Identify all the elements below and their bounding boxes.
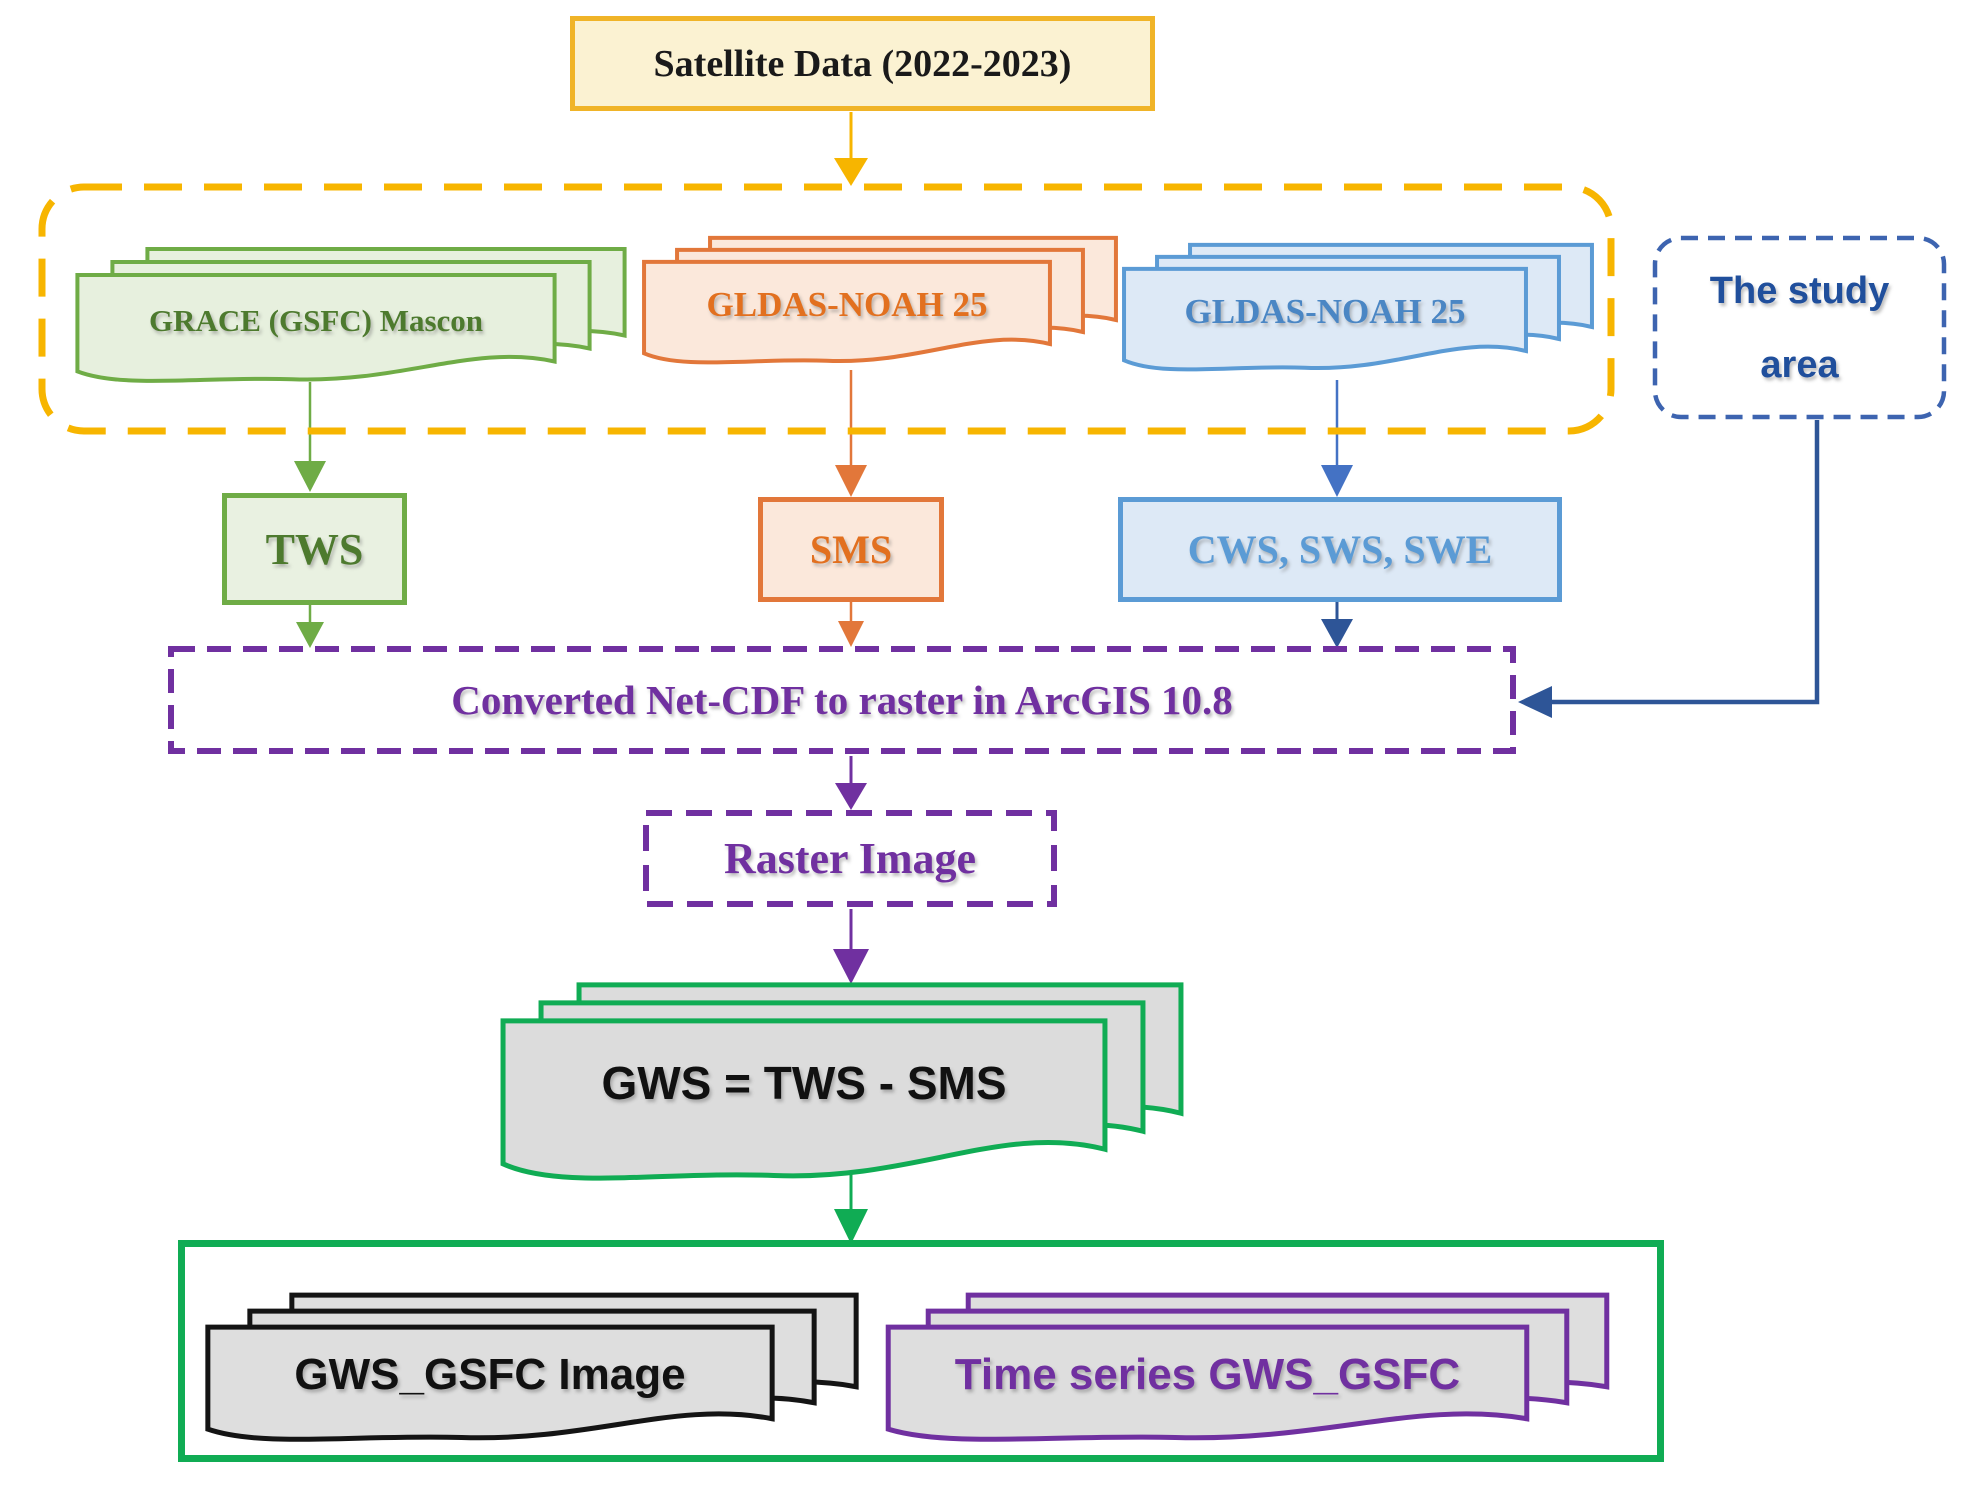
gldas-noah-cws-stack: GLDAS-NOAH 25 xyxy=(1122,243,1594,379)
raster-image-box: Raster Image xyxy=(643,810,1057,907)
time-series-gws-gsfc-label: Time series GWS_GSFC xyxy=(954,1350,1461,1399)
document-shape xyxy=(642,260,1052,372)
gldas-noah-sms-label: GLDAS-NOAH 25 xyxy=(706,285,988,324)
converted-netcdf-label: Converted Net-CDF to raster in ArcGIS 10… xyxy=(451,677,1233,723)
gws-equation-stack: GWS = TWS - SMS xyxy=(500,982,1184,1193)
grace-gsfc-mascon-label: GRACE (GSFC) Mascon xyxy=(148,303,484,338)
study-area-frame xyxy=(1652,235,1947,420)
converted-netcdf-box: Converted Net-CDF to raster in ArcGIS 10… xyxy=(168,646,1516,754)
document-shape xyxy=(75,273,557,391)
document-shape xyxy=(1122,267,1528,379)
satellite-data-box: Satellite Data (2022-2023) xyxy=(570,16,1155,111)
cws-sws-swe-label: CWS, SWS, SWE xyxy=(1187,527,1493,572)
grace-gsfc-mascon-stack: GRACE (GSFC) Mascon xyxy=(75,247,627,393)
arrow-sms-to-converted xyxy=(838,602,864,647)
study-area-box: The study area xyxy=(1652,235,1947,420)
tws-label: TWS xyxy=(265,524,364,574)
arrow-tws-to-converted xyxy=(296,605,324,648)
gldas-noah-cws-label: GLDAS-NOAH 25 xyxy=(1184,292,1466,331)
datasets-group-frame xyxy=(38,183,1615,435)
arrow-converted-to-raster xyxy=(835,756,867,810)
document-shape xyxy=(885,1325,1530,1450)
tws-box: TWS xyxy=(222,493,407,605)
time-series-gws-gsfc-stack: Time series GWS_GSFC xyxy=(885,1293,1610,1450)
gws-equation-label: GWS = TWS - SMS xyxy=(601,1057,1007,1109)
converted-netcdf-frame xyxy=(168,646,1516,754)
arrow-satellite-to-datasets xyxy=(834,112,868,186)
document-shape xyxy=(500,1018,1108,1193)
document-shape xyxy=(205,1325,775,1450)
sms-box: SMS xyxy=(758,497,944,602)
gws-gsfc-image-label: GWS_GSFC Image xyxy=(294,1350,686,1399)
sms-label: SMS xyxy=(809,527,893,572)
raster-image-frame xyxy=(643,810,1057,907)
cws-sws-swe-box: CWS, SWS, SWE xyxy=(1118,497,1562,602)
arrow-cws-to-converted xyxy=(1321,602,1353,648)
satellite-data-label: Satellite Data (2022-2023) xyxy=(653,42,1072,85)
gldas-noah-sms-stack: GLDAS-NOAH 25 xyxy=(642,236,1118,372)
arrow-study-area-to-converted xyxy=(1518,420,1820,718)
study-area-label: The study area xyxy=(1709,269,1890,386)
gws-gsfc-image-stack: GWS_GSFC Image xyxy=(205,1293,859,1450)
raster-image-label: Raster Image xyxy=(723,834,977,883)
arrow-raster-to-gws xyxy=(833,909,869,984)
